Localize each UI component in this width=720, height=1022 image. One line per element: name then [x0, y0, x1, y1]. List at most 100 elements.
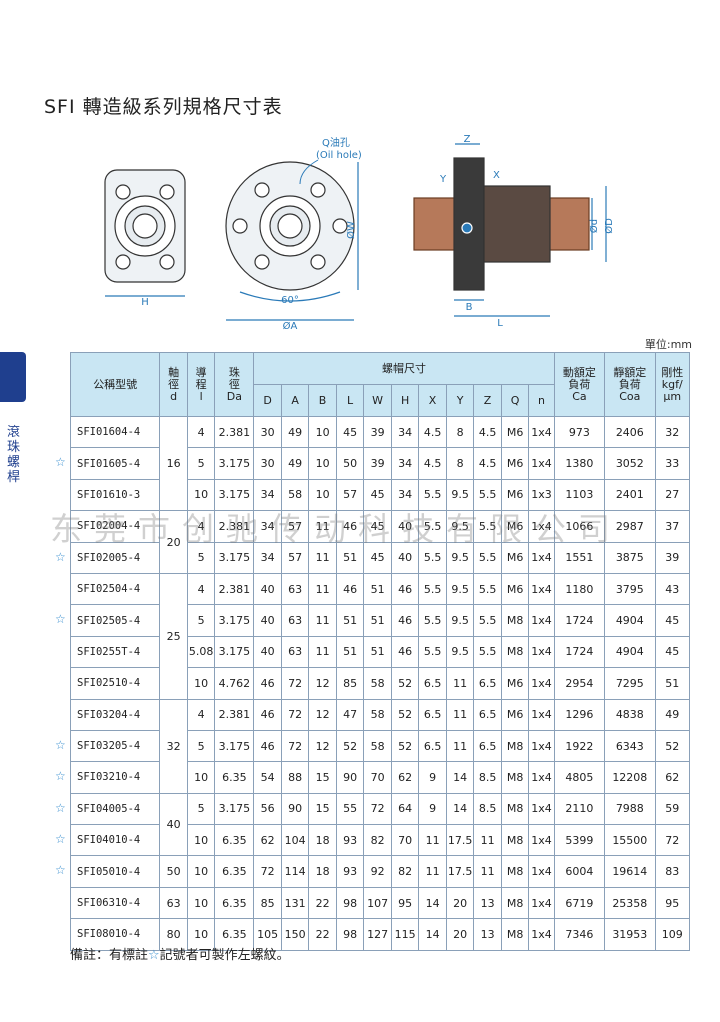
cell-w: 51 — [363, 604, 392, 637]
dim-h: H — [141, 297, 149, 308]
cell-b: 10 — [308, 415, 337, 449]
dim-z: Z — [464, 134, 471, 145]
cell-n: 1x4 — [528, 918, 555, 951]
cell-l: 98 — [335, 886, 365, 920]
cell-static-load: 3052 — [604, 447, 656, 480]
cell-l: 90 — [335, 761, 365, 794]
cell-static-load: 25358 — [604, 886, 656, 920]
cell-static-load: 12208 — [604, 761, 656, 794]
cell-a: 63 — [280, 572, 310, 606]
star-icon: ☆ — [55, 831, 66, 846]
cell-z: 4.5 — [473, 415, 502, 449]
cell-dynamic-load: 1724 — [553, 635, 606, 669]
cell-b: 12 — [308, 698, 337, 731]
cell-x: 4.5 — [418, 415, 447, 449]
cell-ball: 3.175 — [214, 604, 255, 637]
cell-w: 107 — [363, 886, 392, 920]
cell-static-load: 4904 — [604, 635, 656, 669]
cell-ball: 4.762 — [214, 667, 255, 700]
cell-stiffness: 39 — [654, 541, 691, 574]
cell-dynamic-load: 5399 — [553, 824, 606, 857]
cell-model: SFI02505-4 — [69, 604, 161, 637]
cell-w: 45 — [363, 541, 392, 574]
unit-label: 單位:mm — [644, 338, 692, 351]
cell-d: 56 — [253, 792, 282, 826]
flange-square-view — [104, 169, 186, 297]
cell-n: 1x4 — [528, 761, 555, 794]
cell-n: 1x4 — [528, 541, 555, 574]
cell-n: 1x4 — [528, 447, 555, 480]
cell-stiffness: 51 — [654, 667, 691, 700]
star-icon: ☆ — [55, 862, 66, 877]
cell-stiffness: 83 — [654, 855, 691, 888]
cell-dynamic-load: 1296 — [553, 698, 606, 731]
cell-q: M8 — [500, 855, 530, 888]
cell-static-load: 4838 — [604, 698, 656, 731]
cell-lead: 10 — [186, 855, 216, 888]
cell-a: 63 — [280, 604, 310, 637]
cell-x: 5.5 — [418, 510, 447, 543]
cell-h: 52 — [390, 667, 420, 700]
cell-dynamic-load: 973 — [553, 415, 606, 449]
cell-h: 62 — [390, 761, 420, 794]
cell-l: 98 — [335, 918, 365, 951]
cell-z: 4.5 — [473, 447, 502, 480]
cell-y: 20 — [445, 918, 475, 951]
cell-w: 51 — [363, 572, 392, 606]
cell-h: 70 — [390, 824, 420, 857]
cell-h: 34 — [390, 478, 420, 512]
cell-z: 5.5 — [473, 541, 502, 574]
dim-a: ØA — [283, 320, 298, 330]
cell-ball: 3.175 — [214, 792, 255, 826]
cell-l: 46 — [335, 572, 365, 606]
cell-stiffness: 37 — [654, 510, 691, 543]
cell-z: 13 — [473, 918, 502, 951]
cell-dynamic-load: 4805 — [553, 761, 606, 794]
cell-d: 40 — [253, 635, 282, 669]
cell-n: 1x4 — [528, 604, 555, 637]
cell-l: 50 — [335, 447, 365, 480]
cell-y: 17.5 — [445, 824, 475, 857]
header-nut-col: Q — [500, 384, 530, 417]
cell-lead: 4 — [186, 698, 216, 731]
cell-w: 92 — [363, 855, 392, 888]
cell-d: 30 — [253, 447, 282, 480]
cell-lead: 5 — [186, 447, 216, 480]
cell-n: 1x4 — [528, 415, 555, 449]
cell-lead: 10 — [186, 667, 216, 700]
cell-stiffness: 59 — [654, 792, 691, 826]
cell-z: 8.5 — [473, 792, 502, 826]
cell-q: M6 — [500, 667, 530, 700]
cell-b: 11 — [308, 604, 337, 637]
cell-model: SFI08010-4 — [69, 918, 161, 951]
cell-y: 8 — [445, 447, 475, 480]
cell-d: 62 — [253, 824, 282, 857]
cell-b: 12 — [308, 667, 337, 700]
cell-n: 1x4 — [528, 886, 555, 920]
cell-x: 5.5 — [418, 541, 447, 574]
cell-w: 72 — [363, 792, 392, 826]
cell-stiffness: 72 — [654, 824, 691, 857]
dim-y: Y — [439, 174, 447, 185]
oil-hole-label: Q油孔 — [322, 136, 350, 149]
cell-stiffness: 45 — [654, 635, 691, 669]
cell-shaft: 16 — [159, 415, 188, 512]
header-nut-col: Z — [473, 384, 502, 417]
cell-dynamic-load: 2110 — [553, 792, 606, 826]
cell-lead: 10 — [186, 478, 216, 512]
cell-dynamic-load: 1551 — [553, 541, 606, 574]
cell-w: 127 — [363, 918, 392, 951]
ball-nut-drawings: H 60° ØA ØW Q油孔 (Oil hole) Z X Y B L Ød — [104, 134, 615, 330]
cell-ball: 6.35 — [214, 855, 255, 888]
cell-b: 11 — [308, 510, 337, 543]
cell-b: 15 — [308, 761, 337, 794]
cell-stiffness: 49 — [654, 698, 691, 731]
cell-d: 40 — [253, 572, 282, 606]
cell-b: 11 — [308, 541, 337, 574]
cell-b: 10 — [308, 478, 337, 512]
cell-h: 40 — [390, 510, 420, 543]
